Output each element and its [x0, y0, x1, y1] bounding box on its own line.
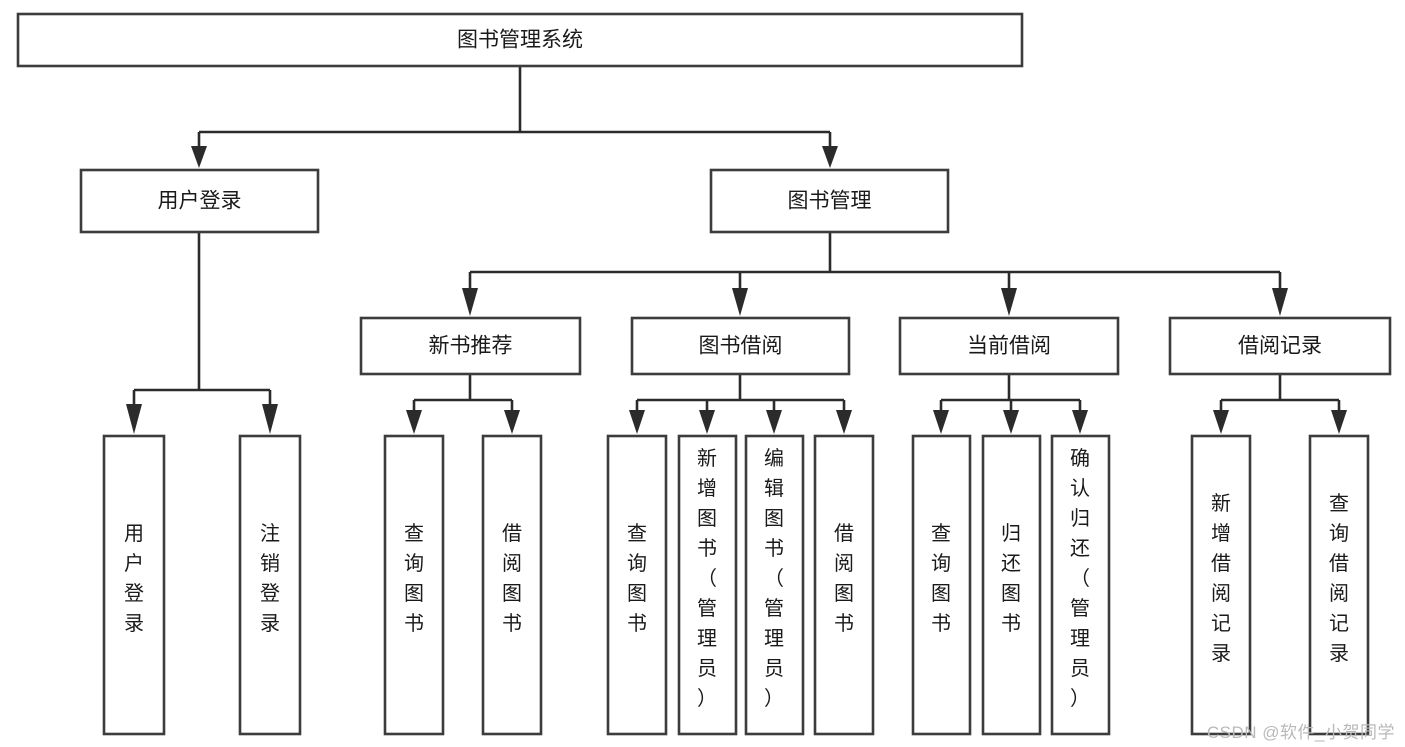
- node-book-manage[interactable]: 图书管理: [709, 168, 950, 234]
- node-leaf-return-book-label: 归还图书: [1001, 522, 1021, 635]
- node-leaf-query-record[interactable]: 查询借阅记录: [1308, 434, 1370, 736]
- node-book-manage-box[interactable]: [709, 168, 950, 234]
- node-leaf-borrow-book-1-label: 借阅图书: [502, 522, 522, 635]
- node-current-borrow-box[interactable]: [898, 316, 1120, 376]
- node-root[interactable]: 图书管理系统: [16, 12, 1024, 68]
- node-book-borrow[interactable]: 图书借阅: [630, 316, 851, 376]
- node-leaf-borrow-book-1[interactable]: 借阅图书: [481, 434, 543, 736]
- arrow-leaf-query-book-1: [406, 410, 422, 434]
- node-user-login-label: 用户登录: [158, 190, 242, 213]
- node-leaf-user-login-box[interactable]: [102, 434, 166, 736]
- node-current-borrow[interactable]: 当前借阅: [898, 316, 1120, 376]
- arrow-leaf-logout: [262, 404, 278, 434]
- node-leaf-add-record[interactable]: 新增借阅记录: [1190, 434, 1252, 736]
- node-book-borrow-box[interactable]: [630, 316, 851, 376]
- arrow-leaf-query-record: [1331, 410, 1347, 434]
- node-leaf-query-book-1[interactable]: 查询图书: [383, 434, 445, 736]
- arrow-leaf-query-book-2: [629, 410, 645, 434]
- node-leaf-query-book-2-box[interactable]: [606, 434, 668, 736]
- node-user-login-box[interactable]: [79, 168, 320, 234]
- arrow-to-book-borrow: [732, 288, 748, 316]
- watermark: CSDN @软件_小贺同学: [1206, 723, 1395, 742]
- node-leaf-add-record-box[interactable]: [1190, 434, 1252, 736]
- arrow-leaf-add-book: [699, 410, 715, 434]
- arrow-leaf-query-book-3: [933, 410, 949, 434]
- node-user-login[interactable]: 用户登录: [79, 168, 320, 234]
- node-leaf-add-record-label: 新增借阅记录: [1211, 492, 1231, 665]
- node-leaf-query-book-1-box[interactable]: [383, 434, 445, 736]
- node-leaf-query-book-3-box[interactable]: [911, 434, 972, 736]
- node-leaf-query-record-box[interactable]: [1308, 434, 1370, 736]
- node-leaf-user-login-label: 用户登录: [124, 523, 144, 635]
- arrow-leaf-return-book: [1003, 410, 1019, 434]
- node-leaf-edit-book-label: 编辑图书（管理员）: [764, 447, 784, 710]
- node-root-box[interactable]: [16, 12, 1024, 68]
- arrow-to-book-manage: [822, 146, 838, 168]
- node-leaf-add-book-box[interactable]: [677, 434, 738, 736]
- arrow-leaf-user-login: [126, 404, 142, 434]
- node-leaf-logout[interactable]: 注销登录: [238, 434, 302, 736]
- node-borrow-record-box[interactable]: [1168, 316, 1392, 376]
- node-root-label: 图书管理系统: [457, 29, 583, 52]
- node-leaf-query-book-3-label: 查询图书: [931, 522, 951, 635]
- node-leaf-borrow-book-1-box[interactable]: [481, 434, 543, 736]
- node-new-book-rec-label: 新书推荐: [429, 335, 513, 358]
- arrow-to-borrow-record: [1272, 288, 1288, 316]
- node-leaf-return-book[interactable]: 归还图书: [981, 434, 1042, 736]
- node-book-borrow-label: 图书借阅: [699, 335, 783, 358]
- node-leaf-query-book-2-label: 查询图书: [627, 522, 647, 635]
- arrow-leaf-edit-book: [766, 410, 782, 434]
- node-borrow-record[interactable]: 借阅记录: [1168, 316, 1392, 376]
- node-leaf-logout-box[interactable]: [238, 434, 302, 736]
- node-leaf-add-book-label: 新增图书（管理员）: [697, 447, 717, 710]
- node-leaf-add-book[interactable]: 新增图书（管理员）: [677, 434, 738, 736]
- arrow-leaf-borrow-book-1: [504, 410, 520, 434]
- arrow-to-current-borrow: [1001, 288, 1017, 316]
- node-leaf-query-record-label: 查询借阅记录: [1329, 492, 1349, 665]
- arrow-to-user-login: [191, 146, 207, 168]
- connector-layer: [126, 66, 1347, 434]
- arrow-leaf-borrow-book-2: [836, 410, 852, 434]
- node-leaf-borrow-book-2-label: 借阅图书: [834, 522, 854, 635]
- arrow-leaf-confirm-return: [1072, 410, 1088, 434]
- node-leaf-borrow-book-2[interactable]: 借阅图书: [813, 434, 875, 736]
- node-leaf-return-book-box[interactable]: [981, 434, 1042, 736]
- node-leaf-user-login[interactable]: 用户登录: [102, 434, 166, 736]
- node-leaf-borrow-book-2-box[interactable]: [813, 434, 875, 736]
- node-leaf-query-book-2[interactable]: 查询图书: [606, 434, 668, 736]
- arrow-to-new-book-rec: [462, 288, 478, 316]
- node-leaf-logout-label: 注销登录: [260, 522, 280, 635]
- node-leaf-edit-book-box[interactable]: [744, 434, 805, 736]
- node-leaf-query-book-3[interactable]: 查询图书: [911, 434, 972, 736]
- node-leaf-confirm-return-box[interactable]: [1050, 434, 1111, 736]
- node-new-book-rec[interactable]: 新书推荐: [359, 316, 582, 376]
- node-new-book-rec-box[interactable]: [359, 316, 582, 376]
- node-borrow-record-label: 借阅记录: [1238, 335, 1322, 358]
- node-leaf-edit-book[interactable]: 编辑图书（管理员）: [744, 434, 805, 736]
- arrow-leaf-add-record: [1213, 410, 1229, 434]
- node-current-borrow-label: 当前借阅: [967, 335, 1051, 358]
- node-leaf-confirm-return-label: 确认归还（管理员）: [1070, 447, 1090, 710]
- node-leaf-confirm-return[interactable]: 确认归还（管理员）: [1050, 434, 1111, 736]
- node-book-manage-label: 图书管理: [788, 190, 872, 213]
- node-leaf-query-book-1-label: 查询图书: [404, 522, 424, 635]
